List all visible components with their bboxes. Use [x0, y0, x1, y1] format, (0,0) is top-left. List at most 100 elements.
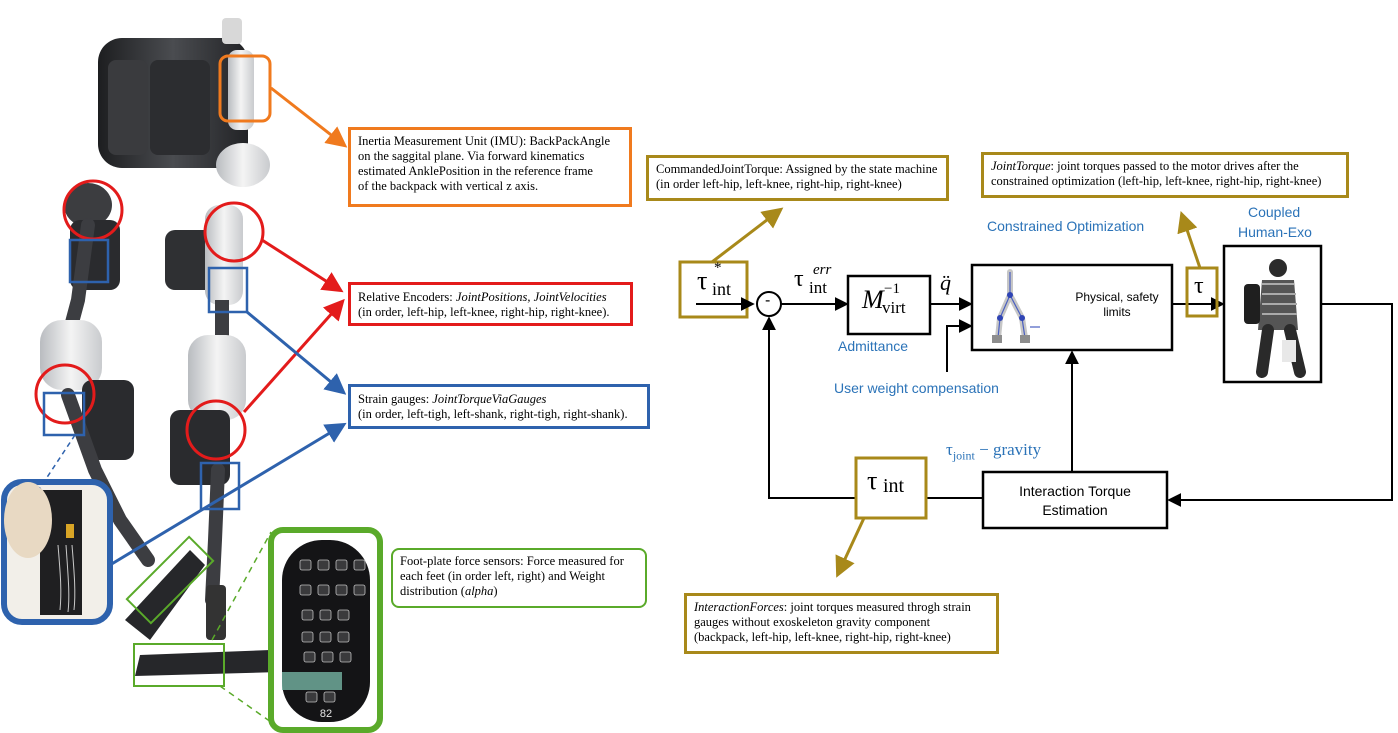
gauge-callout: Strain gauges: JointTorqueViaGauges (in … [348, 384, 650, 429]
tau-err-tau: τ [794, 266, 804, 292]
tau-err-sup: err [813, 262, 832, 278]
person-head [1269, 259, 1287, 277]
gauge-element [66, 524, 74, 538]
force-sensor-pad [335, 584, 348, 596]
admittance-M: M [862, 285, 884, 314]
interaction-est-line-1: Interaction Torque [1019, 483, 1131, 499]
interaction-line-2: gauges without exoskeleton gravity compo… [694, 615, 931, 629]
tau-joint-gravity-label: τjoint − gravity [946, 440, 1041, 463]
user-weight-label: User weight compensation [834, 380, 999, 396]
force-sensor-pad [337, 631, 350, 643]
tau-int-star-symbol: τ * int [697, 260, 731, 299]
jointtorque-line-2: constrained optimization (left-hip, left… [991, 174, 1322, 188]
foot-plate-number: 82 [320, 708, 332, 720]
tau-callout-arrow [1177, 211, 1202, 269]
foot-callout: Foot-plate force sensors: Force measured… [391, 548, 647, 608]
interaction-estimation-text: Interaction Torque Estimation [983, 482, 1167, 520]
imu-highlight [218, 54, 272, 123]
person-knee-cover [1282, 340, 1296, 362]
imu-arrow [270, 86, 348, 148]
force-sensor-pad [335, 559, 348, 571]
tau-joint-tau: τ [946, 440, 953, 459]
left-hip-joint [64, 183, 112, 227]
admittance-sub: virt [882, 298, 906, 317]
admittance-symbol: M −1 virt [862, 281, 906, 317]
right-shank-link [205, 463, 225, 607]
foot-line-1: Foot-plate force sensors: Force measured… [400, 554, 624, 568]
sum-minus-sign: - [765, 292, 771, 309]
gauge-prefix: Strain gauges: [358, 392, 433, 406]
gauge-left-shank-box [42, 391, 86, 437]
gauge-zoom-cover [4, 482, 52, 558]
walking-person-image [1244, 259, 1306, 378]
right-thigh-cover [205, 205, 243, 305]
encoder-prefix: Relative Encoders: [358, 290, 456, 304]
tau-symbol: τ [1194, 273, 1204, 299]
stick-figure-foot-r [1020, 335, 1030, 343]
commanded-line-2: (in order left-hip, left-knee, right-hip… [656, 177, 902, 191]
foot-line-2: each feet (in order left, right) and Wei… [400, 569, 605, 583]
right-ankle [206, 585, 226, 640]
force-sensor-pad [353, 584, 366, 596]
tau-star-tau: τ [697, 266, 708, 295]
tau-box [1185, 266, 1219, 318]
commanded-line-1: CommandedJointTorque: Assigned by the st… [656, 162, 938, 176]
interaction-desc: : joint torques measured throgh strain [783, 600, 971, 614]
gauge-right-thigh-box [207, 266, 249, 314]
feedback-right-arrow [1167, 303, 1393, 507]
encoder-signals: JointPositions, JointVelocities [455, 290, 607, 304]
right-knee-cover [188, 335, 246, 420]
constrained-optimization-label: Constrained Optimization [987, 218, 1145, 234]
interaction-estimation-block [981, 470, 1169, 530]
force-sensor-pad [301, 631, 314, 643]
force-sensor-pad [299, 584, 312, 596]
person-backpack [1244, 284, 1260, 324]
tau-int-tau: τ [867, 466, 878, 495]
force-sensor-pad [299, 559, 312, 571]
backpack-strap [108, 60, 148, 155]
force-sensor-pad [353, 559, 366, 571]
gauge-wires [57, 544, 76, 613]
interaction-forces-callout: InteractionForces: joint torques measure… [684, 593, 999, 654]
encoder-arrow-1 [261, 238, 344, 293]
encoder-line-2: (in order, left-hip, left-knee, right-hi… [358, 305, 610, 319]
force-sensor-pad [337, 609, 350, 621]
force-sensor-pad [305, 691, 318, 703]
encoder-line-1: Relative Encoders: JointPositions, Joint… [358, 290, 623, 305]
left-shank-strap [82, 380, 134, 460]
commanded-torque-callout: CommandedJointTorque: Assigned by the st… [646, 155, 949, 201]
backpack-strap-2 [150, 60, 210, 155]
gauge-left-thigh-box [68, 238, 110, 284]
joint-torque-callout: JointTorque: joint torques passed to the… [981, 152, 1349, 198]
encoder-left-knee-circle [34, 363, 96, 425]
force-sensor-pad [319, 609, 332, 621]
tau-int-star-callout-arrow [711, 207, 784, 264]
stick-figure-joint-knee-r [1019, 315, 1025, 321]
tau-int-sub: int [883, 475, 905, 497]
top-cap [222, 18, 242, 44]
physical-limits-line-1: Physical, safety [1075, 290, 1159, 304]
interaction-est-line-2: Estimation [1042, 502, 1108, 518]
imu-line-4: of the backpack with vertical z axis. [358, 179, 539, 193]
gauge-arrow-1 [246, 310, 347, 395]
jointtorque-desc: : joint torques passed to the motor driv… [1050, 159, 1299, 173]
foot-right-highlight [133, 643, 225, 687]
left-foot-plate [125, 550, 205, 640]
imu-line-1: Inertia Measurement Unit (IMU): BackPack… [358, 134, 611, 148]
force-sensor-pad [301, 609, 314, 621]
imu-housing [228, 50, 254, 130]
tau-err-sub: int [809, 278, 827, 297]
gauge-line-2: (in order, left-tigh, left-shank, right-… [358, 407, 628, 421]
encoder-arrow-2 [242, 298, 345, 413]
force-sensor-pad [303, 651, 316, 663]
tau-int-symbol: τ int [867, 466, 904, 497]
foot-zoom-connector-top [211, 531, 272, 641]
physical-limits-text: Physical, safety limits [1062, 290, 1172, 320]
interaction-line-1: InteractionForces: joint torques measure… [694, 600, 989, 615]
physical-limits-line-2: limits [1103, 305, 1131, 319]
foot-alpha: alpha [464, 584, 494, 598]
interaction-line-3: (backpack, left-hip, left-knee, right-hi… [694, 630, 951, 644]
foot-plate-zoom: 82 [268, 527, 383, 733]
